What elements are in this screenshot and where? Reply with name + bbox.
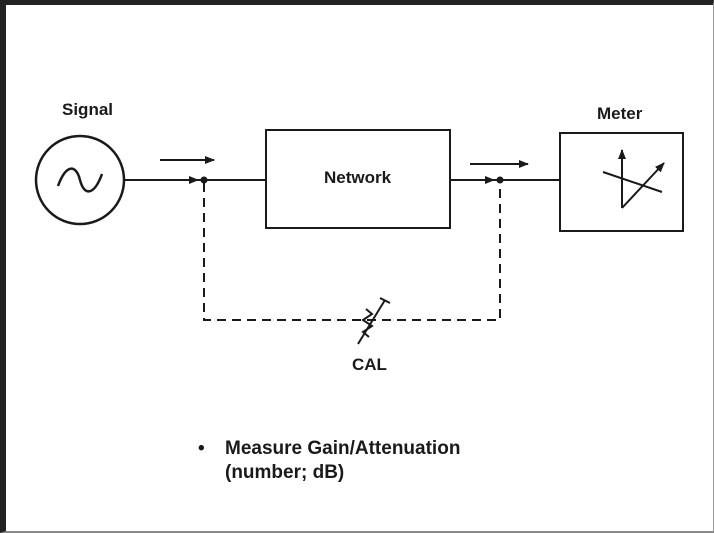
cal-label: CAL <box>352 355 387 374</box>
meter-box <box>559 132 684 232</box>
signal-label: Signal <box>62 100 114 119</box>
junction-dot-right <box>496 176 504 184</box>
variable-attenuator-icon <box>357 297 391 345</box>
meter-needle-icon <box>602 149 665 209</box>
network-label: Network <box>324 168 392 187</box>
junction-dot-left <box>200 176 208 184</box>
bullet-line-2: (number; dB) <box>225 462 345 483</box>
bullet-line-1: Measure Gain/Attenuation <box>225 438 461 459</box>
bullet-icon: • <box>198 438 205 459</box>
meter-label: Meter <box>597 104 643 123</box>
network-box <box>265 129 451 229</box>
cal-bypass-path <box>203 183 501 321</box>
signal-source-icon <box>34 134 126 226</box>
